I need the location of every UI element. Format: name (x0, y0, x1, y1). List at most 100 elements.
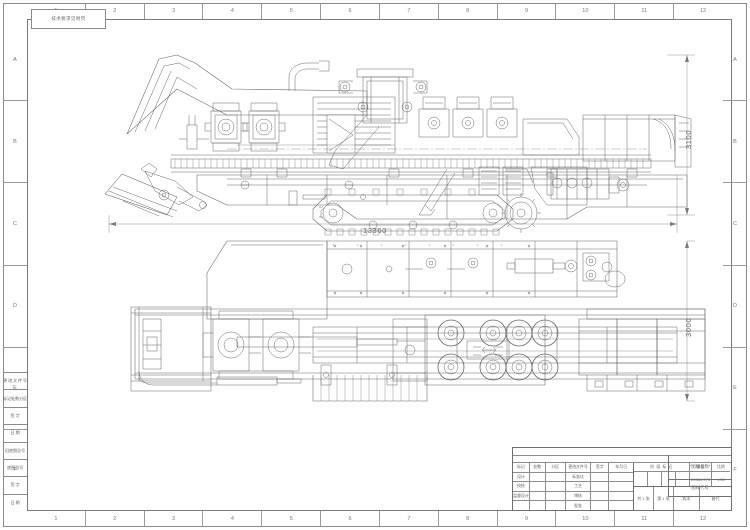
zone-bottom-6: 6 (321, 511, 380, 527)
zone-left-a: A (3, 19, 27, 102)
role-approve: 批准 (566, 501, 592, 510)
zone-bottom-7: 7 (380, 511, 439, 527)
check-sign-cell[interactable] (530, 482, 546, 491)
zone-top-9: 9 (498, 3, 557, 19)
blank-sign-cell[interactable] (530, 501, 546, 510)
technical-note-box: 技术要求见附页 (31, 9, 106, 29)
sup-sign-cell[interactable] (530, 491, 546, 501)
process-sign-cell[interactable] (591, 482, 610, 491)
std-date-cell[interactable] (609, 473, 633, 482)
rev-cell-signature-1: 签 字 (3, 408, 27, 426)
sheet-index: 第 1 张 (654, 487, 674, 510)
approval-row-approve: 批准 (513, 501, 633, 510)
dimension-overall-length: 13300 (363, 226, 387, 235)
dimension-overall-height: 3100 (684, 129, 693, 149)
std-sign-cell[interactable] (591, 472, 610, 482)
scale-label: 比例 (712, 463, 730, 472)
zone-left-d: D (3, 266, 27, 348)
sheet-count: 共 1 张 (634, 487, 654, 510)
zone-ruler-bottom: 1 2 3 4 5 6 7 8 9 10 11 12 (27, 511, 732, 527)
process-date-cell[interactable] (609, 482, 633, 491)
rev-cell-date-2: 日 期 (10, 499, 20, 505)
review-sign-cell[interactable] (591, 491, 610, 501)
zone-bottom-12: 12 (699, 516, 707, 522)
check-date-cell[interactable] (546, 482, 566, 491)
col-head-sign: 签字 (591, 463, 610, 472)
zone-left-b: B (3, 101, 27, 184)
zone-left-f: F (13, 467, 17, 474)
side-elevation-geometry (104, 54, 692, 236)
zone-left-c: C (3, 183, 27, 266)
title-block-spare-row-2 (513, 456, 731, 463)
zone-bottom-3: 3 (145, 511, 204, 527)
review-date-cell[interactable] (609, 492, 633, 501)
zone-bottom-11: 11 (615, 511, 675, 527)
zone-right-b: B (723, 101, 747, 184)
role-standardize: 标准化 (566, 472, 592, 482)
zone-bottom-8: 8 (439, 511, 498, 527)
drawing-canvas: 13300 3100 3000 (27, 19, 732, 511)
zone-top-12: 12 (699, 8, 707, 14)
col-head-qty: 处数 (530, 463, 546, 472)
approve-sign-cell[interactable] (591, 501, 610, 510)
zone-top-3: 3 (145, 3, 204, 19)
zone-bottom-4: 4 (203, 511, 263, 527)
col-head-mark: 标记 (513, 463, 530, 472)
rev-cell-master-no: 底图总号 (3, 460, 27, 478)
zone-right-e: E (723, 348, 747, 430)
zone-bottom-5: 5 (262, 511, 322, 527)
zone-bottom-1: 1 (27, 511, 86, 527)
dimension-lines (108, 54, 695, 402)
zone-right-d: D (723, 266, 747, 348)
role-design: 设计 (513, 472, 530, 482)
zone-right-a: A (723, 19, 747, 102)
rev-cell-change-doc-no: 更 改 文 件 号 (3, 373, 27, 391)
col-head-change-doc: 更改文件号 (566, 463, 592, 472)
role-check: 校核 (513, 482, 530, 491)
approval-row-check: 校核 工艺 (513, 482, 633, 492)
replace-cell: 替代 (711, 495, 720, 501)
zone-left-e: E (3, 348, 27, 430)
zone-top-8: 8 (439, 3, 498, 19)
rev-cell-signature-2: 签 字 (3, 477, 27, 495)
zone-bottom-10: 10 (556, 511, 616, 527)
clamp-jaws-cluster (424, 314, 559, 386)
zone-top-11: 11 (615, 3, 675, 19)
zone-top-2: 2 (86, 3, 145, 19)
rev-cell-old-master-no: 旧底图总号 (3, 443, 27, 460)
zone-bottom-9: 9 (498, 511, 557, 527)
role-supervise: 监督设计 (513, 491, 530, 501)
role-review: 审核 (566, 491, 592, 501)
zone-top-4: 4 (203, 3, 263, 19)
zone-ruler-left: A B C D E F (3, 19, 27, 511)
col-head-zone: 分区 (546, 463, 566, 472)
rev-cell-date-1: 日 期 (3, 425, 27, 443)
stage-cell-2[interactable] (648, 472, 662, 486)
stage-cell-1[interactable] (634, 472, 648, 486)
design-date-cell[interactable] (546, 472, 566, 482)
zone-right-c: C (723, 183, 747, 266)
approval-header-row: 标记 处数 分区 更改文件号 签字 年月日 (513, 463, 633, 473)
approval-grid: 标记 处数 分区 更改文件号 签字 年月日 设计 标准化 校核 (513, 463, 634, 510)
drawing-name-field[interactable]: "图样名称" (668, 455, 731, 480)
zone-top-6: 6 (321, 3, 380, 19)
blank-date-cell[interactable] (546, 501, 566, 510)
design-sign-cell[interactable] (530, 472, 546, 482)
zone-right-f: F (733, 467, 737, 474)
title-block-spare-row-1 (513, 448, 731, 456)
zone-ruler-top: 1 2 3 4 5 6 7 8 9 10 11 12 (27, 3, 732, 19)
zone-ruler-right: A B C D E F (723, 19, 747, 511)
approve-date-cell[interactable] (609, 501, 633, 510)
zone-top-10: 10 (556, 3, 616, 19)
drawing-code-field[interactable]: "图样代号" (668, 480, 731, 497)
stage-mark-label: 阶 段 标 记 (634, 463, 689, 472)
col-head-date: 年月日 (615, 464, 627, 470)
sup-date-cell[interactable] (546, 491, 566, 501)
revision-strip: 更 改 文 件 号 标记处数分区 签 字 日 期 旧底图总号 底图总号 签 字 … (3, 372, 27, 511)
zone-bottom-2: 2 (86, 511, 145, 527)
role-blank (513, 501, 530, 510)
crawler-track-left (312, 188, 514, 236)
approval-row-design: 设计 标准化 (513, 472, 633, 483)
weight-label: 重量 (690, 463, 711, 472)
